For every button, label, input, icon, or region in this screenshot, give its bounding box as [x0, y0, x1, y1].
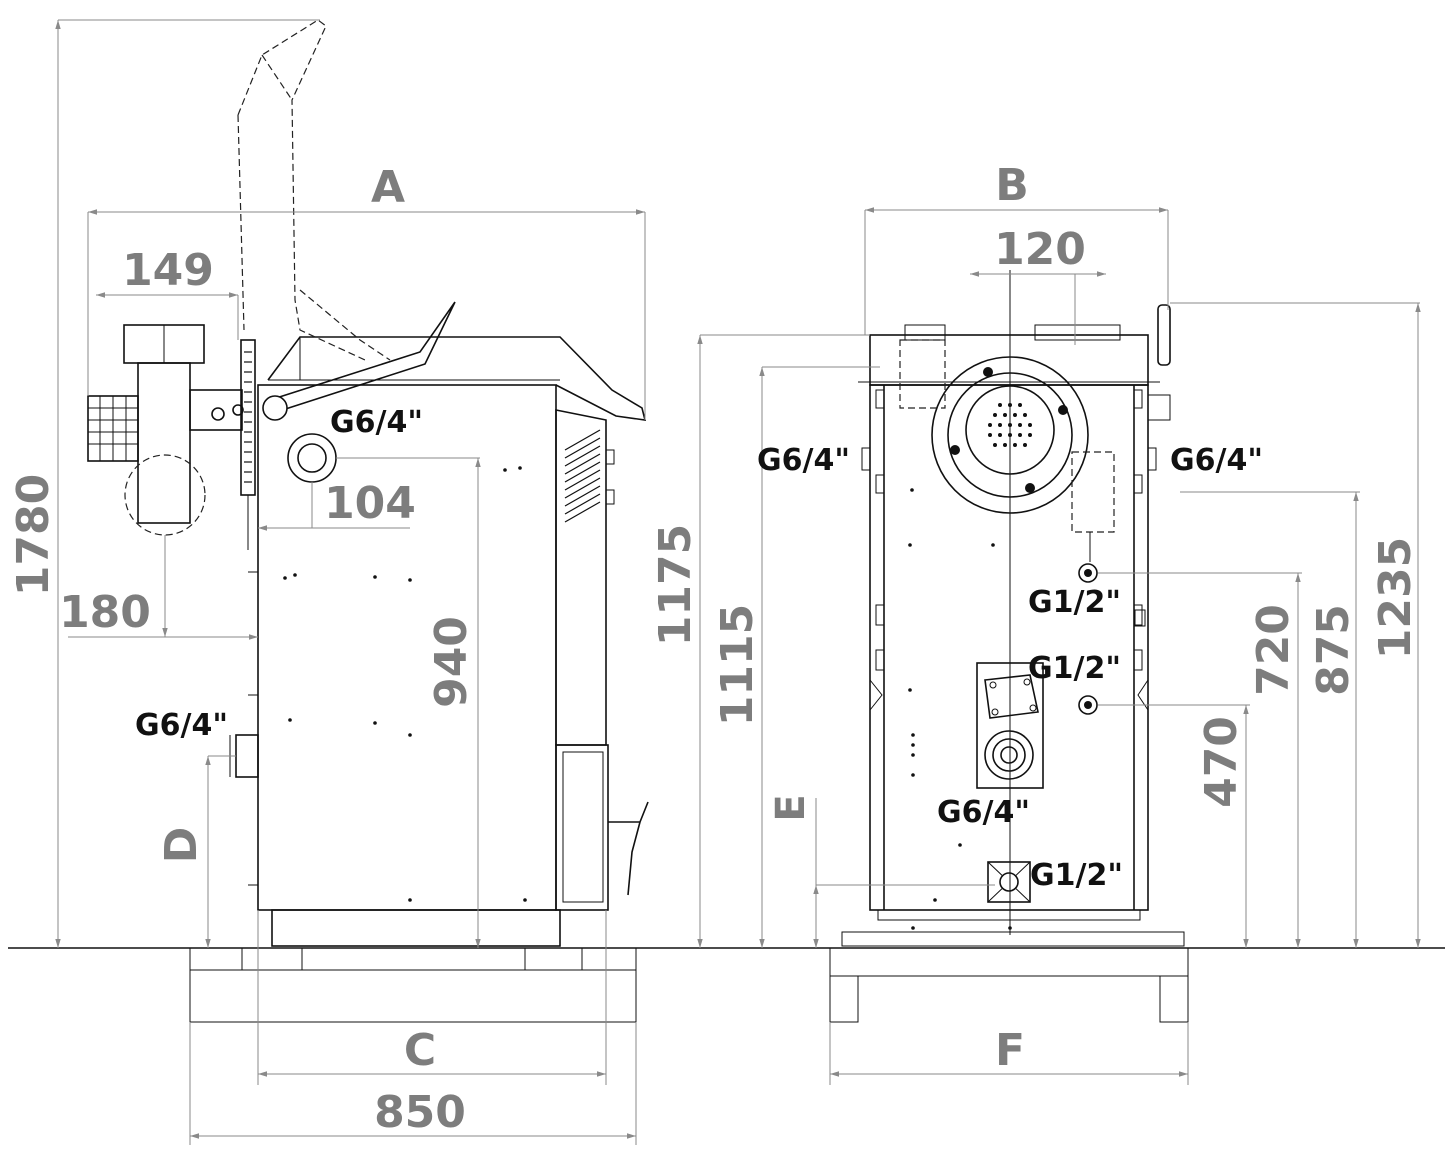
side-vent-grill	[564, 429, 601, 523]
front-fitting-middle	[1078, 695, 1098, 715]
side-pallet-top	[189, 947, 637, 971]
dim-d: D	[156, 827, 207, 864]
front-lid-handle	[1157, 304, 1171, 366]
conn-front-upper-g12: G1/2"	[1028, 585, 1121, 620]
dim-b: B	[995, 160, 1029, 211]
front-pallet-body	[829, 947, 1189, 977]
side-ash-handle	[608, 801, 649, 896]
front-top-cover	[869, 334, 1149, 386]
dim-1235: 1235	[1370, 537, 1421, 659]
conn-front-right-flow: G6/4"	[1170, 443, 1263, 478]
front-view: B 120 1175 1115 E 1235 875 720 470 F G6/…	[650, 160, 1421, 1085]
dim-104: 104	[324, 478, 416, 529]
side-lever-pivot	[262, 395, 288, 421]
side-top-lid	[267, 336, 647, 421]
dim-470: 470	[1196, 716, 1247, 808]
front-pallet-top	[841, 931, 1185, 947]
dim-f: F	[995, 1025, 1025, 1076]
front-center-pipe	[984, 730, 1034, 780]
side-burner-tube	[137, 362, 191, 524]
side-view: 1780 A 149 104 180 940 D C 850 G6/4" G6/…	[8, 19, 649, 1145]
dim-a: A	[371, 162, 405, 213]
front-drain-fitting	[999, 872, 1019, 892]
side-lid-lever	[269, 301, 456, 415]
front-fitting-upper	[1078, 563, 1098, 583]
side-burner-flange	[189, 389, 243, 431]
side-pallet-body	[189, 969, 637, 1023]
dim-850: 850	[374, 1087, 466, 1138]
side-return-pipe	[235, 734, 259, 778]
side-boiler-plinth	[271, 909, 561, 947]
conn-front-middle-g12: G1/2"	[1028, 651, 1121, 686]
side-flue-outlet	[287, 433, 337, 483]
conn-side-return: G6/4"	[135, 708, 228, 743]
front-drain-block	[987, 861, 1031, 903]
side-rear-column	[555, 409, 607, 746]
dim-e: E	[768, 794, 814, 821]
dim-1175: 1175	[650, 524, 701, 646]
side-mesh-pattern	[88, 396, 138, 461]
dim-c: C	[404, 1025, 436, 1076]
dim-940: 940	[426, 616, 477, 708]
dim-120: 120	[994, 224, 1086, 275]
conn-front-drain-g12: G1/2"	[1030, 858, 1123, 893]
dim-1115: 1115	[712, 604, 763, 726]
front-boiler-body	[869, 384, 1149, 911]
side-ash-door	[555, 744, 609, 911]
conn-front-left-flow: G6/4"	[757, 443, 850, 478]
conn-front-center-g64: G6/4"	[937, 795, 1030, 830]
dim-720: 720	[1248, 604, 1299, 696]
dim-149: 149	[122, 245, 214, 296]
dim-1780: 1780	[8, 474, 59, 596]
dim-180: 180	[59, 587, 151, 638]
conn-side-flue: G6/4"	[330, 405, 423, 440]
side-feed-chute[interactable]	[237, 19, 391, 361]
side-burner-fan	[124, 454, 206, 536]
dim-875: 875	[1308, 604, 1359, 696]
